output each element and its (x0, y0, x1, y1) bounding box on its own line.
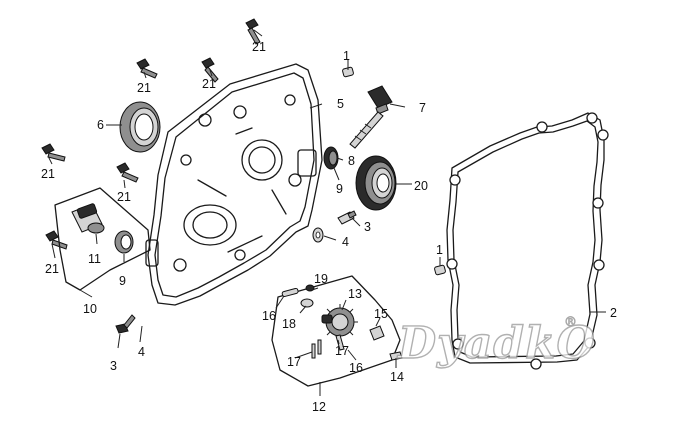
label-part-21: 21 (45, 262, 59, 276)
dowel-pin (434, 264, 446, 276)
governor-assembly (271, 275, 403, 387)
bolt (116, 162, 139, 183)
label-part-12: 12 (312, 400, 326, 414)
watermark-registered-mark: ® (564, 315, 577, 330)
label-part-9: 9 (119, 274, 126, 288)
label-part-21: 21 (41, 167, 55, 181)
label-part-16: 16 (349, 361, 363, 375)
crankcase-gasket (446, 112, 609, 370)
o-ring (323, 146, 339, 170)
label-part-10: 10 (83, 302, 97, 316)
crankcase-cover (145, 63, 323, 306)
bolt (45, 230, 68, 250)
bolt (136, 58, 158, 79)
bolt (41, 143, 66, 162)
label-part-21: 21 (202, 77, 216, 91)
watermark: DyadkO ® (395, 315, 596, 370)
label-part-4: 4 (342, 235, 349, 249)
bolt (245, 18, 261, 45)
label-part-14: 14 (390, 370, 404, 384)
label-part-17: 17 (287, 355, 301, 369)
label-part-4: 4 (138, 345, 145, 359)
label-part-17: 17 (335, 344, 349, 358)
label-part-21: 21 (137, 81, 151, 95)
drain-plug (337, 210, 357, 225)
label-part-7: 7 (419, 101, 426, 115)
label-part-15: 15 (374, 307, 388, 321)
dowel-pin (342, 66, 354, 78)
oil-dipstick (349, 85, 393, 149)
label-part-9: 9 (336, 182, 343, 196)
label-part-8: 8 (348, 154, 355, 168)
bolt (115, 314, 136, 334)
label-part-5: 5 (337, 97, 344, 111)
watermark-text: DyadkO (396, 318, 596, 369)
label-part-6: 6 (97, 118, 104, 132)
label-part-3: 3 (110, 359, 117, 373)
washer (312, 227, 324, 243)
label-part-1: 1 (436, 243, 443, 257)
oil-seal (119, 101, 161, 153)
label-part-2: 2 (610, 306, 617, 320)
leader-lines (47, 29, 606, 396)
label-part-21: 21 (117, 190, 131, 204)
label-part-16: 16 (262, 309, 276, 323)
label-part-21: 21 (252, 40, 266, 54)
label-part-20: 20 (414, 179, 428, 193)
label-part-18: 18 (282, 317, 296, 331)
label-part-1: 1 (343, 49, 350, 63)
ball-bearing (355, 155, 397, 211)
label-part-19: 19 (314, 272, 328, 286)
part-labels: 1 1 2 3 3 4 4 5 6 7 8 9 9 10 11 12 13 14… (41, 40, 617, 414)
label-part-13: 13 (348, 287, 362, 301)
label-part-3: 3 (364, 220, 371, 234)
oil-level-gauge-group (54, 187, 151, 291)
label-part-11: 11 (88, 252, 101, 266)
